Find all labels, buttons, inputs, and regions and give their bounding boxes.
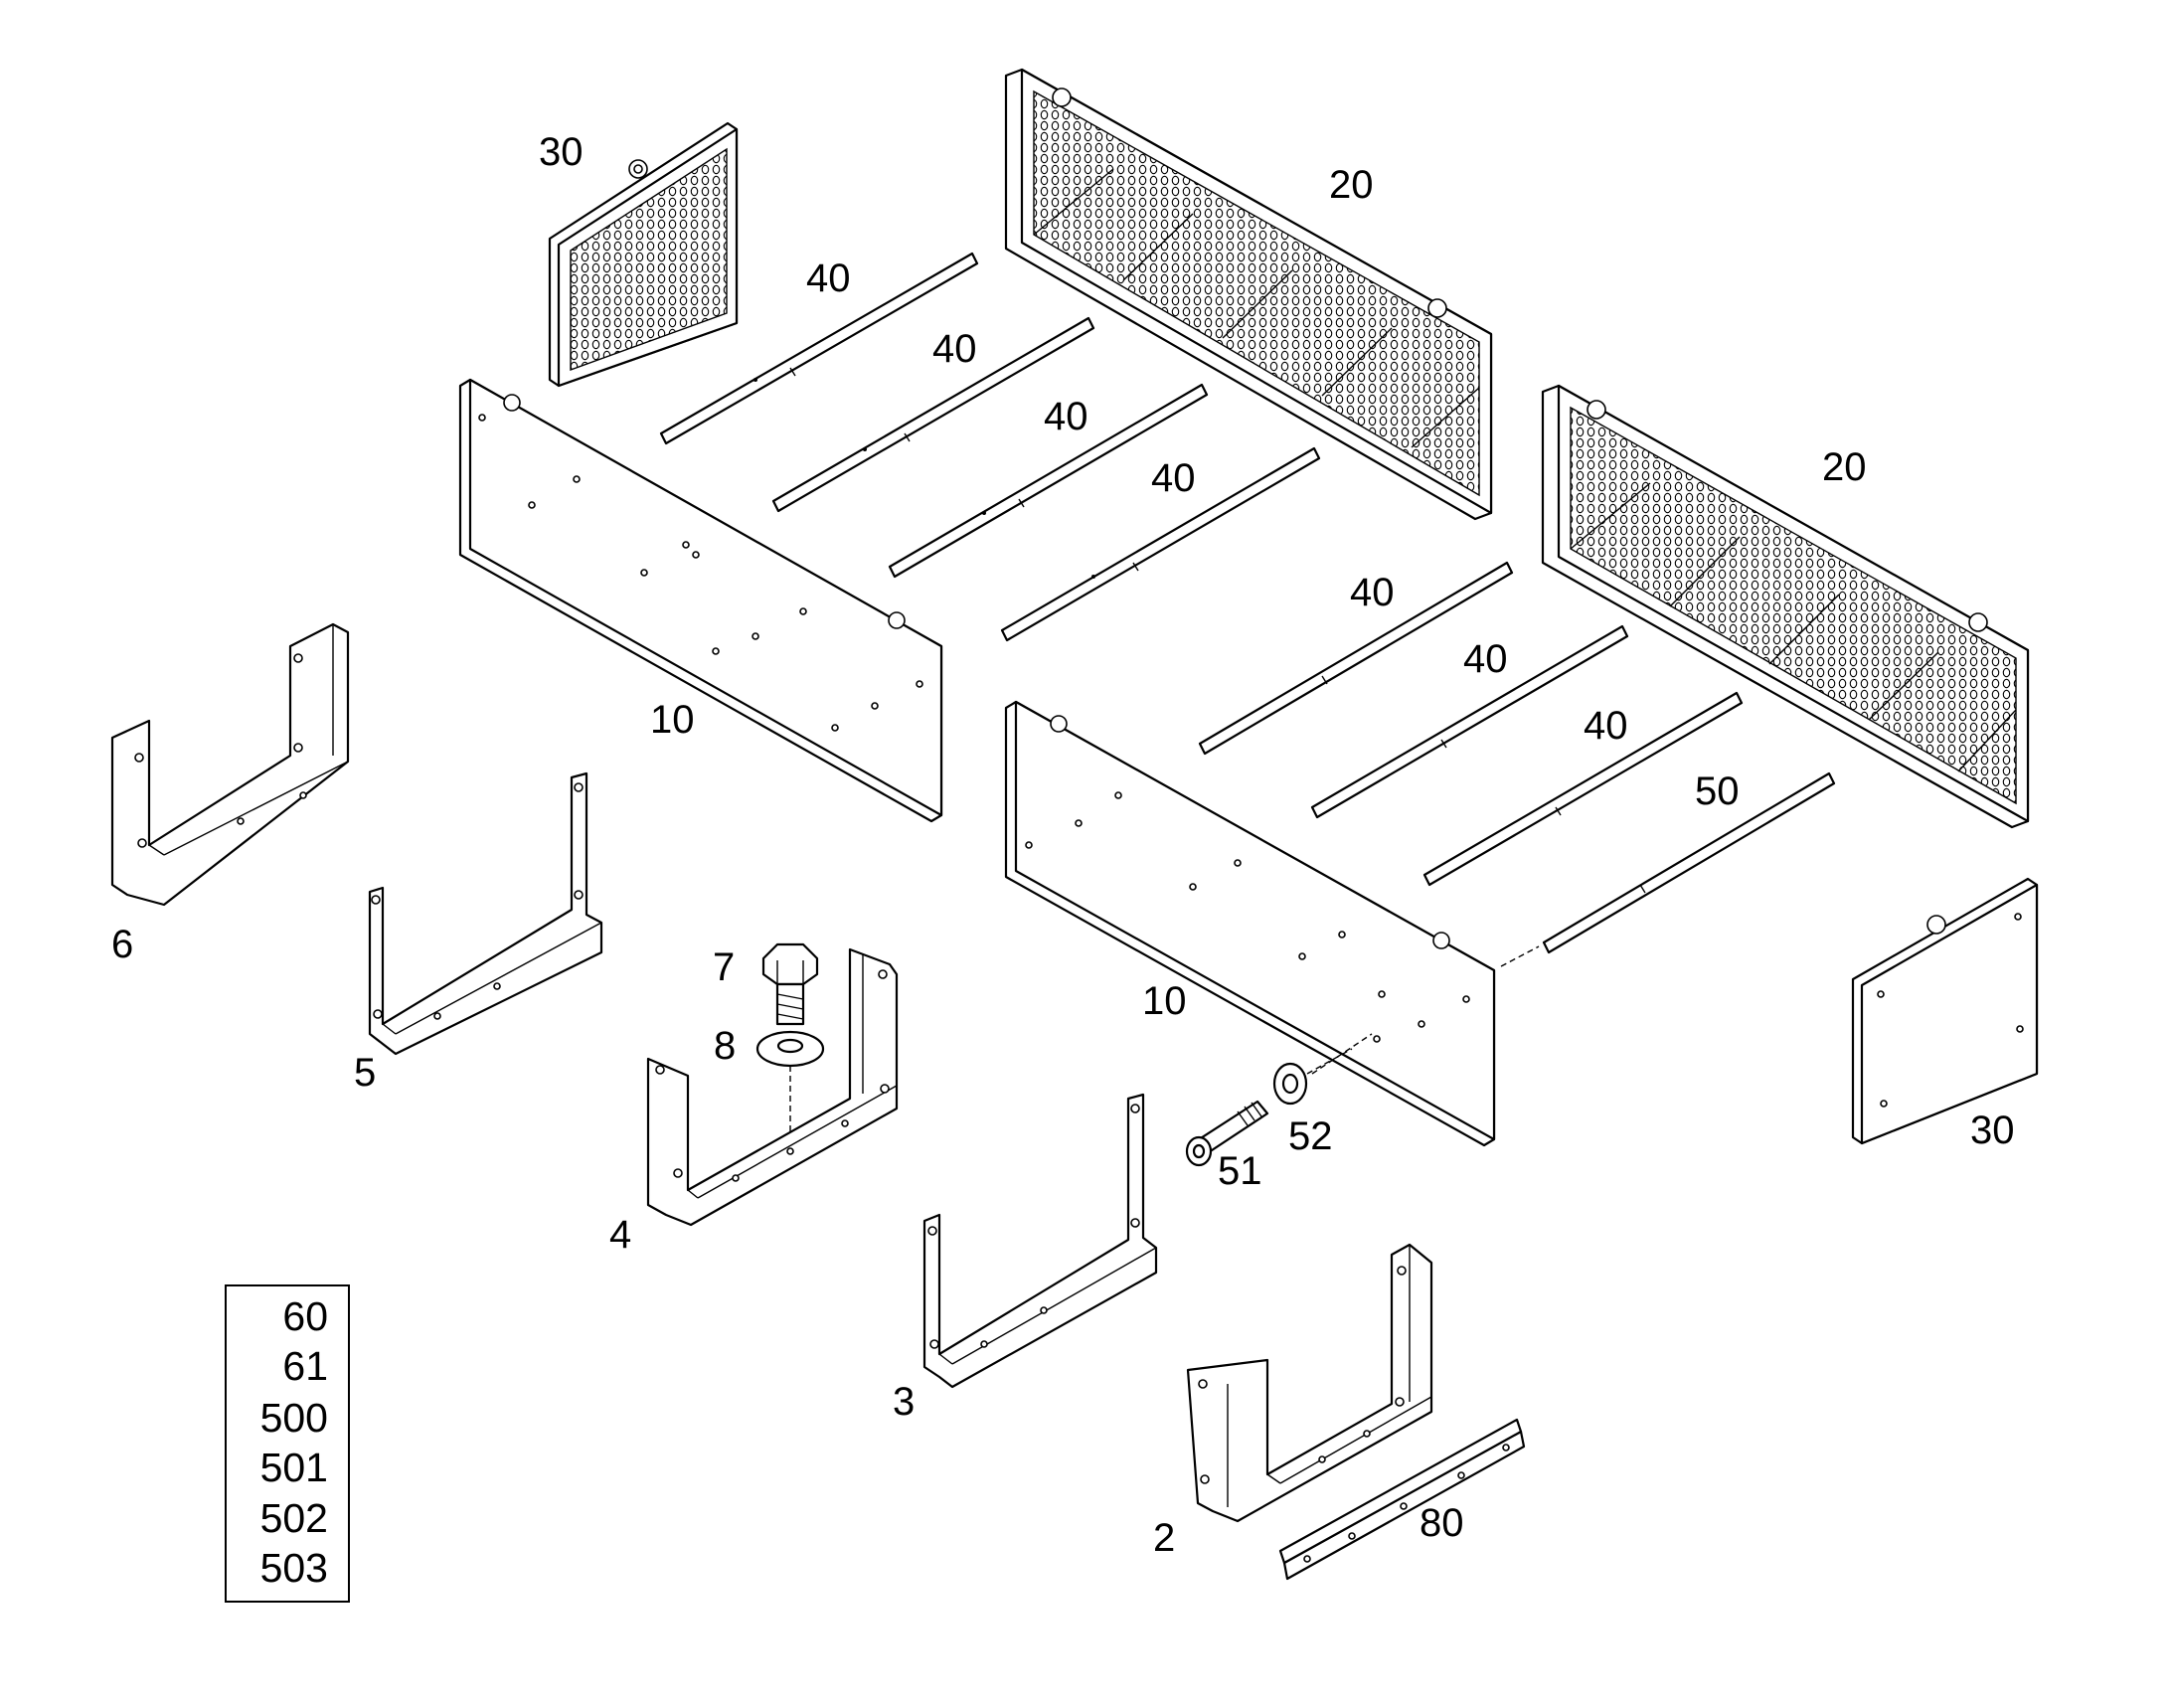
callout-20-right: 20 xyxy=(1822,445,1867,489)
part-8-washer xyxy=(755,1030,825,1143)
callout-51: 51 xyxy=(1218,1149,1262,1193)
callout-52: 52 xyxy=(1288,1114,1333,1158)
callout-30-right: 30 xyxy=(1970,1109,2015,1152)
part-40-rail-1 xyxy=(659,252,979,445)
part-40-rail-4 xyxy=(1000,446,1321,642)
callout-10-upper: 10 xyxy=(650,698,695,742)
part-10-solid-side-panel-upper xyxy=(458,378,943,823)
callout-40-1: 40 xyxy=(806,256,851,300)
part-20-perforated-rear-wall-lower xyxy=(1541,384,2030,829)
part-30-perforated-side-panel xyxy=(548,121,739,388)
part-4-bracket xyxy=(646,947,899,1227)
callout-8: 8 xyxy=(714,1024,736,1068)
callout-50: 50 xyxy=(1695,769,1740,813)
part-40-rail-2 xyxy=(771,316,1095,513)
part-2-bracket xyxy=(1186,1243,1433,1523)
kit-item: 500 xyxy=(260,1395,328,1441)
callout-40-7: 40 xyxy=(1584,704,1628,748)
callout-40-5: 40 xyxy=(1350,571,1395,614)
kit-item: 60 xyxy=(282,1293,328,1339)
callout-2: 2 xyxy=(1153,1516,1175,1560)
part-5-bracket xyxy=(368,771,603,1056)
part-40-rail-7 xyxy=(1422,691,1744,887)
part-52-washer xyxy=(1272,1048,1353,1106)
kit-item: 503 xyxy=(260,1545,328,1591)
part-20-perforated-rear-wall-upper xyxy=(1004,68,1493,521)
kit-items-box: 60 61 500 501 502 503 xyxy=(225,1284,350,1603)
part-10-solid-side-panel-lower xyxy=(1004,700,1496,1147)
part-7-hex-bolt xyxy=(761,942,819,1026)
kit-item: 501 xyxy=(260,1445,328,1490)
callout-10-lower: 10 xyxy=(1142,979,1187,1023)
part-30-solid-side-panel xyxy=(1851,877,2039,1145)
callout-30-top: 30 xyxy=(539,130,584,174)
kit-item: 502 xyxy=(260,1495,328,1541)
callout-5: 5 xyxy=(354,1051,376,1095)
callout-6: 6 xyxy=(111,923,133,966)
part-40-rail-6 xyxy=(1310,624,1629,819)
callout-40-6: 40 xyxy=(1463,637,1508,681)
part-3-bracket xyxy=(922,1093,1158,1389)
callout-80: 80 xyxy=(1420,1501,1464,1545)
callout-4: 4 xyxy=(609,1213,631,1257)
part-80-mounting-bar xyxy=(1278,1418,1526,1581)
part-40-rail-5 xyxy=(1198,561,1514,756)
part-51-socket-head-bolt xyxy=(1185,1100,1269,1167)
callout-20-top: 20 xyxy=(1329,163,1374,207)
callout-40-2: 40 xyxy=(932,327,977,371)
callout-3: 3 xyxy=(893,1380,915,1424)
callout-40-4: 40 xyxy=(1151,456,1196,500)
part-40-rail-3 xyxy=(888,383,1209,579)
kit-item: 61 xyxy=(282,1343,328,1389)
part-50-rail xyxy=(1500,771,1836,967)
part-6-bracket xyxy=(110,622,350,907)
callout-7: 7 xyxy=(713,945,735,989)
callout-40-3: 40 xyxy=(1044,395,1088,438)
